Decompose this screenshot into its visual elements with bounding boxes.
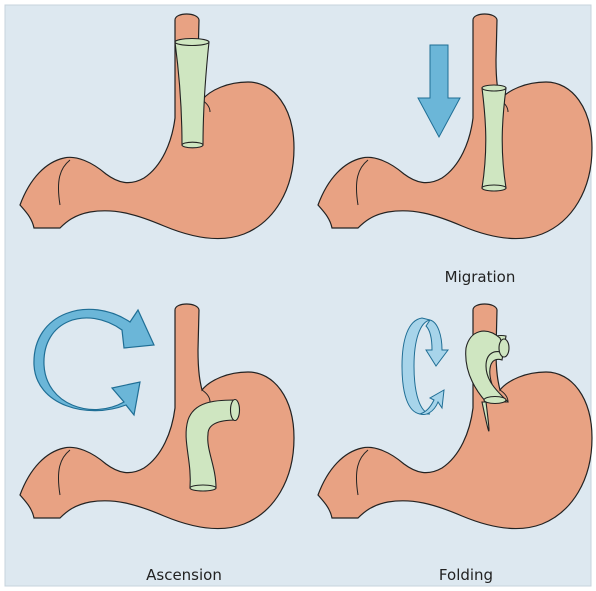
caption-ascension: Ascension [104,566,264,584]
caption-folding: Folding [386,566,546,584]
caption-migration: Migration [400,268,560,286]
tube-shape [482,85,506,191]
